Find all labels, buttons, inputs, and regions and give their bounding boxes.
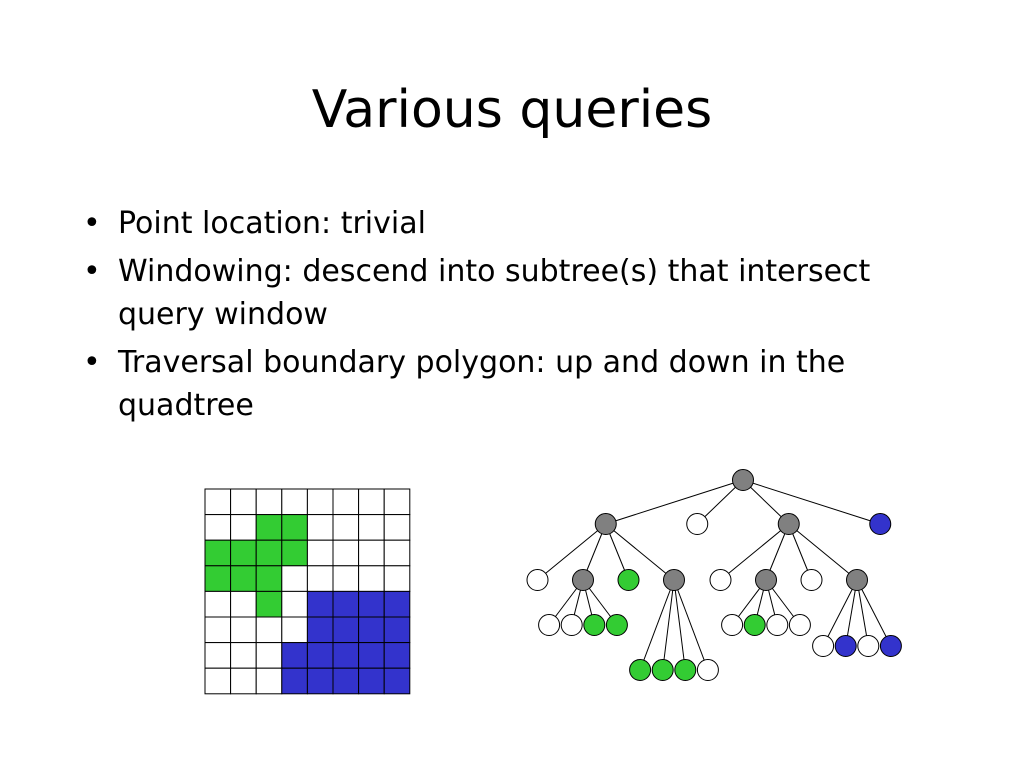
tree-node-empty xyxy=(538,614,561,636)
grid-cell-green xyxy=(204,565,232,592)
grid-cell-empty xyxy=(306,539,334,567)
grid-cell-empty xyxy=(332,565,360,592)
tree-edge xyxy=(856,579,869,647)
tree-node-blue xyxy=(834,635,857,657)
grid-cell-blue xyxy=(383,590,411,618)
tree-edge xyxy=(605,523,675,581)
tree-edge xyxy=(845,579,858,647)
grid-cell-empty xyxy=(281,488,308,516)
grid-cell-empty xyxy=(332,539,360,567)
grid-cell-blue xyxy=(383,667,411,695)
grid-cell-green xyxy=(255,514,283,541)
tree-node-empty xyxy=(526,569,549,591)
tree-node-internal xyxy=(594,513,617,535)
tree-edge xyxy=(788,523,858,581)
tree-nodes xyxy=(526,469,902,681)
tree-node-empty xyxy=(721,614,744,636)
bullet-dot-icon: • xyxy=(83,254,101,289)
tree-node-green xyxy=(629,659,652,681)
grid-cell-blue xyxy=(306,667,334,695)
tree-node-empty xyxy=(766,614,789,636)
tree-node-green xyxy=(651,659,674,681)
tree-edge xyxy=(605,479,744,525)
tree-node-green xyxy=(605,614,628,636)
tree-node-empty xyxy=(857,635,880,657)
tree-edge xyxy=(822,579,858,647)
tree-edge xyxy=(720,523,790,581)
tree-node-empty xyxy=(788,614,811,636)
grid-cell-blue xyxy=(306,642,334,669)
bullet-text: Windowing: descend into subtree(s) that … xyxy=(118,254,871,332)
grid-cell-empty xyxy=(204,616,232,644)
bullet-dot-icon: • xyxy=(83,206,101,241)
tree-node-green xyxy=(617,569,640,591)
grid-cell-empty xyxy=(255,642,283,669)
tree-node-blue xyxy=(869,513,892,535)
slide-title: Various queries xyxy=(311,80,713,140)
bullet-text: Traversal boundary polygon: up and down … xyxy=(118,345,846,423)
bullet-item: • Traversal boundary polygon: up and dow… xyxy=(80,341,930,427)
grid-cell-empty xyxy=(332,488,360,516)
grid-cell-empty xyxy=(255,488,283,516)
tree-edge xyxy=(856,579,892,647)
grid-cell-green xyxy=(281,514,308,541)
grid-cell-blue xyxy=(358,667,385,695)
bullet-item: • Windowing: descend into subtree(s) tha… xyxy=(80,250,930,336)
tree-edge xyxy=(742,479,881,525)
bullet-list: • Point location: trivial • Windowing: d… xyxy=(80,202,930,432)
grid-cell-empty xyxy=(358,488,385,516)
grid-cell-empty xyxy=(230,590,257,618)
tree-edge xyxy=(537,523,607,581)
grid-cell-blue xyxy=(383,616,411,644)
tree-node-internal xyxy=(846,569,868,591)
tree-node-internal xyxy=(777,513,800,535)
grid-cell-blue xyxy=(281,642,308,669)
tree-node-empty xyxy=(812,635,835,657)
tree-node-blue xyxy=(879,635,902,657)
tree-node-internal xyxy=(663,569,685,591)
grid-cell-empty xyxy=(204,488,232,516)
tree-edge xyxy=(662,579,675,671)
grid-cell-green xyxy=(230,565,257,592)
grid-cell-green xyxy=(255,590,283,618)
grid-cell-green xyxy=(204,539,232,567)
tree-node-empty xyxy=(696,659,719,681)
grid-cell-blue xyxy=(332,667,360,695)
grid-cell-empty xyxy=(230,488,257,516)
tree-edge xyxy=(639,579,675,671)
tree-node-empty xyxy=(686,513,709,535)
tree-node-empty xyxy=(709,569,732,591)
bullet-dot-icon: • xyxy=(83,345,101,380)
tree-edge xyxy=(673,579,709,671)
tree-node-internal xyxy=(572,569,594,591)
grid-cell-blue xyxy=(383,642,411,669)
tree-node-internal xyxy=(732,469,754,491)
grid-cell-empty xyxy=(255,667,283,695)
tree-node-empty xyxy=(560,614,583,636)
bullet-item: • Point location: trivial xyxy=(80,202,930,245)
tree-node-green xyxy=(674,659,697,681)
tree-node-green xyxy=(743,614,766,636)
grid-cell-green xyxy=(230,539,257,567)
grid-cell-blue xyxy=(358,590,385,618)
bullet-text: Point location: trivial xyxy=(118,206,426,241)
grid-cell-empty xyxy=(204,642,232,669)
grid-cell-empty xyxy=(281,590,308,618)
grid-cell-empty xyxy=(230,642,257,669)
tree-node-empty xyxy=(800,569,823,591)
tree-node-internal xyxy=(755,569,777,591)
tree-edge xyxy=(673,579,686,671)
grid-cell-blue xyxy=(281,667,308,695)
grid-cell-blue xyxy=(332,616,360,644)
grid-cell-empty xyxy=(255,616,283,644)
tree-node-green xyxy=(583,614,606,636)
grid-cell-empty xyxy=(358,514,385,541)
